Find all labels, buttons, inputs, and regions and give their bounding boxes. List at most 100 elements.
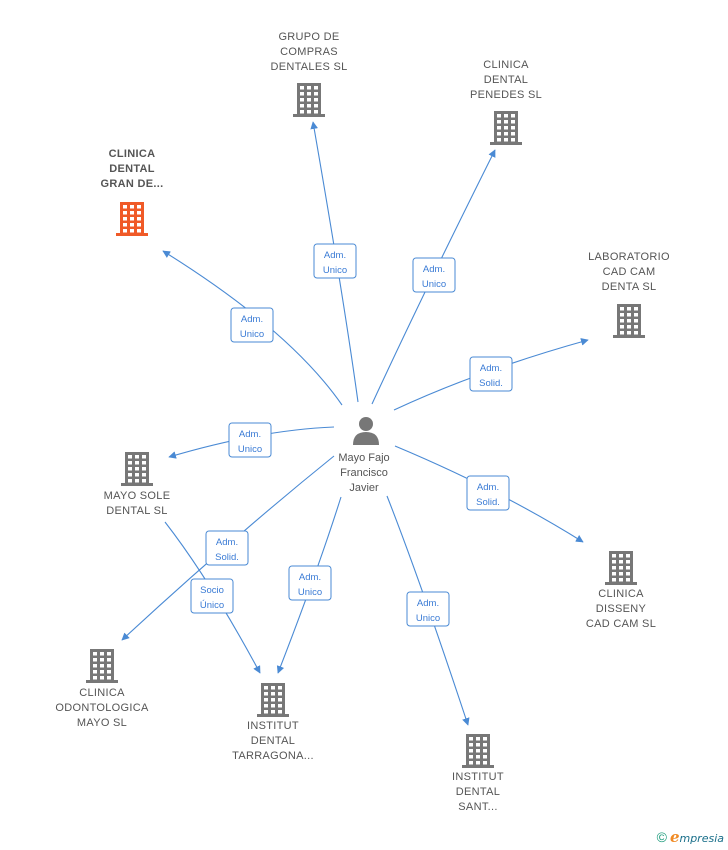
company-label-line-1: CLINICA xyxy=(483,59,529,71)
building-icon xyxy=(293,83,325,117)
edge-label-box xyxy=(466,475,510,511)
center-name-line-3: Javier xyxy=(349,482,379,494)
edge-label-badge[interactable]: Adm. Solid. xyxy=(466,475,510,511)
center-name-line-1: Mayo Fajo xyxy=(338,452,389,464)
edge-label-line-1: Socio xyxy=(200,585,224,596)
copyright-icon: © xyxy=(656,829,667,845)
edge-label-line-1: Adm. xyxy=(417,598,439,609)
building-icon xyxy=(257,683,289,717)
edge-label-line-2: Solid. xyxy=(479,378,503,389)
edge-center-to-clinica-penedes: Adm. Unico xyxy=(371,149,496,405)
building-icon xyxy=(121,452,153,486)
edge-label-badge[interactable]: Adm. Unico xyxy=(406,591,450,627)
edge-label-line-2: Unico xyxy=(240,329,264,340)
edge-label-box xyxy=(313,243,357,279)
edge-center-to-mayo-sole: Adm. Unico xyxy=(168,422,335,459)
edge-label-badge[interactable]: Adm. Solid. xyxy=(205,530,249,566)
edge-label-box xyxy=(190,578,234,614)
edge-label-line-1: Adm. xyxy=(239,429,261,440)
edge-label-badge[interactable]: Adm.Unico xyxy=(313,243,357,279)
edge-label-line-1: Adm. xyxy=(477,482,499,493)
company-label-line-2: ODONTOLOGICA xyxy=(55,702,149,714)
company-label-line-3: SANT... xyxy=(458,801,497,813)
edge-center-to-clinica-odontologica: Adm. Solid. xyxy=(121,455,335,641)
company-label-line-3: TARRAGONA... xyxy=(232,750,314,762)
company-label-line-2: DENTAL xyxy=(484,74,528,86)
company-label-line-3: PENEDES SL xyxy=(470,89,542,101)
company-node-grupo-compras[interactable]: GRUPO DE COMPRAS DENTALES SL xyxy=(270,31,347,117)
company-node-clinica-disseny[interactable]: CLINICA DISSENY CAD CAM SL xyxy=(586,551,656,630)
company-label-line-2: DISSENY xyxy=(596,603,647,615)
company-label-line-3: MAYO SL xyxy=(77,717,127,729)
company-label-line-2: COMPRAS xyxy=(280,46,338,58)
company-node-clinica-gran[interactable]: CLINICA DENTAL GRAN DE... xyxy=(101,148,164,236)
building-icon xyxy=(605,551,637,585)
nodes-layer: GRUPO DE COMPRAS DENTALES SL CLINICA DENTAL P… xyxy=(55,31,670,813)
center-name-line-2: Francisco xyxy=(340,467,388,479)
edge-center-to-laboratorio: Adm. Solid. xyxy=(393,338,589,411)
edge-center-to-institut-sant: Adm. Unico xyxy=(386,495,470,726)
edge-label-line-2: Unico xyxy=(416,613,440,624)
company-label-line-1: MAYO SOLE xyxy=(104,490,171,502)
edge-label-line-1: Adm. xyxy=(216,537,238,548)
edge-label-box xyxy=(230,307,274,343)
edge-label-box xyxy=(412,257,456,293)
company-label-line-3: GRAN DE... xyxy=(101,178,164,190)
edge-center-to-clinica-disseny: Adm. Solid. xyxy=(394,445,584,543)
edge-label-box xyxy=(228,422,272,458)
company-label-line-1: GRUPO DE xyxy=(278,31,339,43)
edge-center-to-grupo-compras: Adm.Unico xyxy=(310,121,359,403)
edge-label-line-2: Solid. xyxy=(215,552,239,563)
company-node-clinica-odontologica[interactable]: CLINICA ODONTOLOGICA MAYO SL xyxy=(55,649,149,729)
brand-name: mpresia xyxy=(679,832,724,845)
building-icon xyxy=(490,111,522,145)
company-label-line-3: DENTA SL xyxy=(602,281,657,293)
footer-brand: ©empresia xyxy=(657,828,724,846)
brand-initial: e xyxy=(669,828,680,846)
edge-center-to-clinica-gran: Adm. Unico xyxy=(162,250,343,406)
edge-label-line-2: Único xyxy=(200,600,224,611)
center-person-node[interactable]: Mayo Fajo Francisco Javier xyxy=(338,417,390,494)
building-icon xyxy=(613,304,645,338)
building-icon xyxy=(116,202,148,236)
edge-label-badge[interactable]: Adm. Unico xyxy=(228,422,272,458)
edge-label-line-1: Adm. xyxy=(299,572,321,583)
edge-label-box xyxy=(469,356,513,392)
edge-label-badge[interactable]: Adm. Unico xyxy=(288,565,332,601)
company-label-line-2: DENTAL xyxy=(109,163,155,175)
company-label-line-1: CLINICA xyxy=(109,148,156,160)
company-label-line-2: DENTAL xyxy=(251,735,295,747)
person-icon xyxy=(353,417,379,445)
company-label-line-3: CAD CAM SL xyxy=(586,618,656,630)
edge-label-badge[interactable]: Adm. Unico xyxy=(230,307,274,343)
edge-label-line-2: Unico xyxy=(422,279,446,290)
edge-label-badge[interactable]: Adm. Solid. xyxy=(469,356,513,392)
edge-label-box xyxy=(205,530,249,566)
company-label-line-3: DENTALES SL xyxy=(270,61,347,73)
edge-label-line-1: Adm. xyxy=(480,363,502,374)
edge-label-line-2: Unico xyxy=(238,444,262,455)
edge-line xyxy=(310,121,359,403)
edge-center-to-institut-tarragona: Adm. Unico xyxy=(276,496,342,674)
building-icon xyxy=(462,734,494,768)
company-node-institut-sant[interactable]: INSTITUTDENTALSANT... xyxy=(452,734,504,813)
edge-label-line-2: Unico xyxy=(298,587,322,598)
edge-label-line-1: Adm. xyxy=(423,264,445,275)
edge-label-line-2: Unico xyxy=(323,265,347,276)
edge-label-badge[interactable]: Adm. Unico xyxy=(412,257,456,293)
company-label-line-1: CLINICA xyxy=(79,687,125,699)
company-node-clinica-penedes[interactable]: CLINICA DENTAL PENEDES SL xyxy=(470,59,542,145)
edge-label-line-2: Solid. xyxy=(476,497,500,508)
company-label-line-1: INSTITUT xyxy=(247,720,299,732)
company-node-institut-tarragona[interactable]: INSTITUT DENTAL TARRAGONA... xyxy=(232,683,314,762)
building-icon xyxy=(86,649,118,683)
company-label-line-1: LABORATORIO xyxy=(588,251,670,263)
edge-label-line-1: Adm. xyxy=(241,314,263,325)
company-label-line-1: CLINICA xyxy=(598,588,644,600)
